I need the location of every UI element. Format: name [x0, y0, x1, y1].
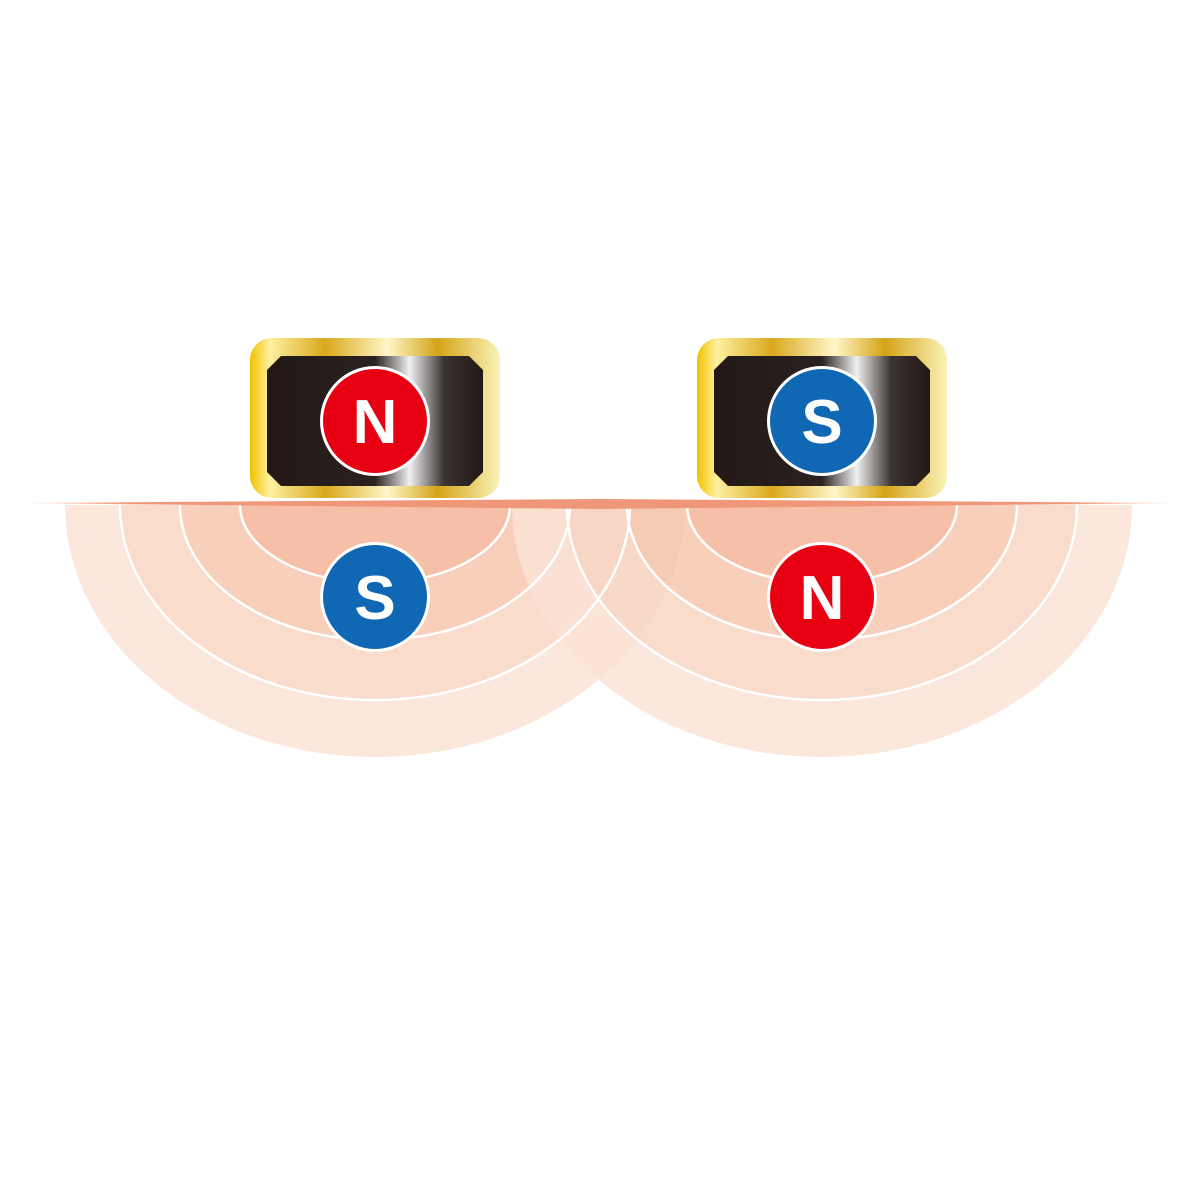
- pole-label: S: [801, 388, 842, 457]
- skin-plate: [10, 499, 1190, 509]
- pole-label: N: [800, 564, 845, 633]
- induced-pole-badge: S: [320, 542, 430, 652]
- top-pole-badge: S: [767, 366, 877, 476]
- pole-label: S: [354, 564, 395, 633]
- magnet-1: N: [250, 338, 500, 498]
- induced-pole-badge: N: [767, 542, 877, 652]
- magnet-2: S: [697, 338, 947, 498]
- top-pole-badge: N: [320, 366, 430, 476]
- pole-label: N: [353, 388, 398, 457]
